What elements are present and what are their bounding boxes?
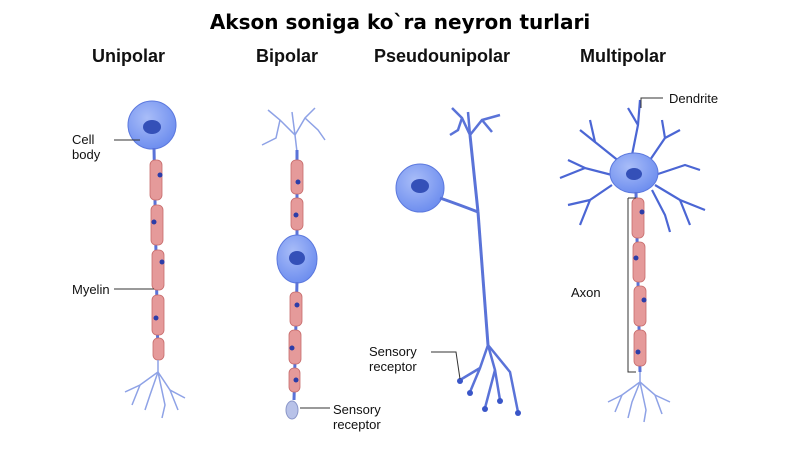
- bipolar-sensory-receptor: [285, 400, 299, 420]
- label-bipolar: Bipolar: [256, 46, 319, 66]
- pseudounipolar-nucleus: [411, 179, 429, 193]
- label-unipolar: Unipolar: [92, 46, 166, 66]
- multipolar-axon-terminal: [607, 372, 671, 423]
- unipolar-neuron: [124, 100, 186, 419]
- callout-myelin: Myelin: [72, 282, 110, 297]
- callout-sensory-receptor-bipolar: Sensory receptor: [333, 402, 381, 432]
- bipolar-nucleus: [289, 251, 305, 265]
- label-pseudounipolar: Pseudounipolar: [374, 46, 511, 66]
- callout-sensory-receptor-pseudo: Sensory receptor: [369, 344, 417, 374]
- unipolar-myelin-sheath: [149, 159, 165, 361]
- multipolar-myelin-sheath: [631, 197, 647, 367]
- callout-cell-body: Cell body: [72, 132, 101, 162]
- bipolar-neuron: [261, 107, 330, 420]
- multipolar-neuron: [559, 97, 706, 423]
- unipolar-nucleus: [143, 120, 161, 134]
- pseudounipolar-receptor-terminals: [459, 344, 520, 413]
- pseudounipolar-central-branch: [476, 211, 490, 346]
- multipolar-dendrites: [559, 99, 706, 233]
- multipolar-nucleus: [626, 168, 642, 180]
- pseudounipolar-stem: [439, 196, 479, 214]
- callout-dendrite: Dendrite: [669, 91, 719, 106]
- label-multipolar: Multipolar: [580, 46, 666, 66]
- page-title: Akson soniga ko`ra neyron turlari: [209, 10, 591, 34]
- pseudounipolar-top-terminal: [449, 107, 501, 137]
- bipolar-dendrites: [261, 107, 326, 153]
- unipolar-axon-terminal: [124, 360, 186, 419]
- pseudounipolar-neuron: [395, 107, 521, 416]
- callout-axon: Axon: [571, 285, 601, 300]
- pseudounipolar-peripheral-branch: [468, 134, 480, 213]
